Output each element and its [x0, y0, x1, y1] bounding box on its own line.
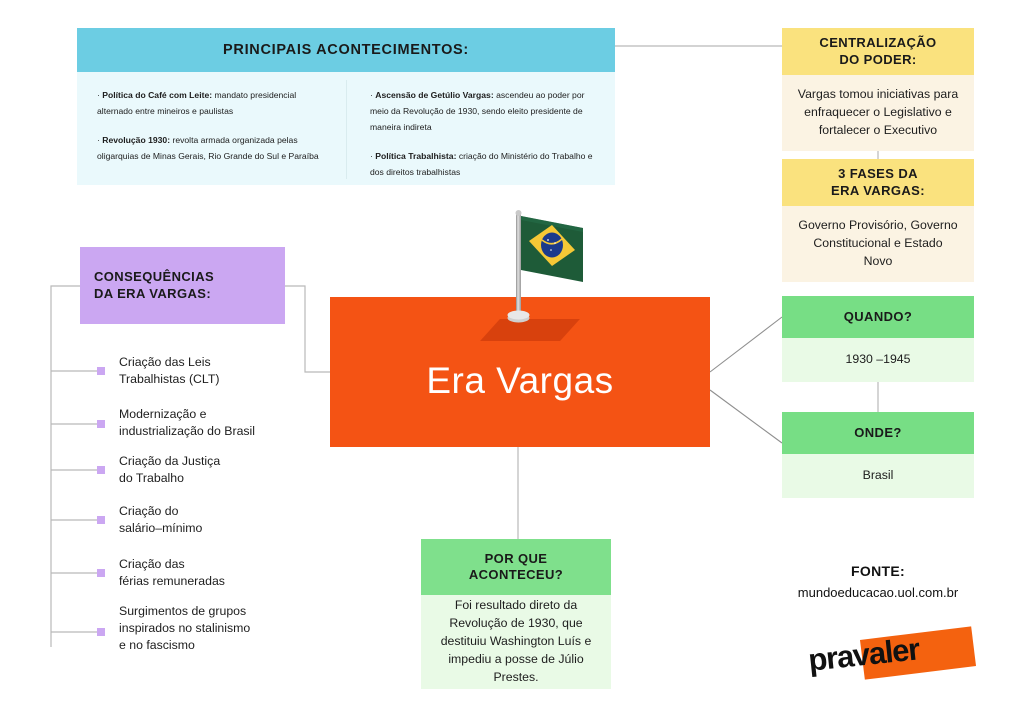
por-que-aconteceu-body: Foi resultado direto da Revolução de 193… — [421, 595, 611, 689]
centralizacao-poder-header: CENTRALIZAÇÃO DO PODER: — [782, 28, 974, 75]
acontecimentos-item: · Ascensão de Getúlio Vargas: ascendeu a… — [370, 90, 585, 132]
item-lead: Revolução 1930: — [102, 134, 171, 145]
centralizacao-poder-body: Vargas tomou iniciativas para enfraquece… — [782, 75, 974, 151]
acontecimentos-column-left: · Política do Café com Leite: mandato pr… — [77, 72, 346, 185]
quando-body: 1930 –1945 — [782, 338, 974, 382]
column-divider — [346, 80, 347, 179]
por-que-aconteceu-header: POR QUE ACONTECEU? — [421, 539, 611, 595]
item-lead: Política Trabalhista: — [375, 150, 457, 161]
list-item: Criação da Justiça do Trabalho — [119, 454, 221, 486]
fases-era-vargas-header: 3 FASES DA ERA VARGAS: — [782, 159, 974, 206]
acontecimentos-header: PRINCIPAIS ACONTECIMENTOS: — [77, 28, 615, 72]
acontecimentos-item: · Política do Café com Leite: mandato pr… — [97, 90, 297, 116]
central-title: Era Vargas — [426, 360, 614, 401]
fonte-label: FONTE: — [851, 563, 905, 579]
list-bullet-square — [97, 367, 105, 375]
list-bullet-square — [97, 420, 105, 428]
list-bullet-square — [97, 569, 105, 577]
list-item: Criação das férias remuneradas — [119, 557, 225, 589]
list-bullet-square — [97, 466, 105, 474]
principais-acontecimentos-panel: PRINCIPAIS ACONTECIMENTOS: · Política do… — [77, 28, 615, 185]
fases-era-vargas-body: Governo Provisório, Governo Constitucion… — [782, 206, 974, 282]
acontecimentos-column-right: · Ascensão de Getúlio Vargas: ascendeu a… — [346, 72, 615, 185]
fonte-url[interactable]: mundoeducacao.uol.com.br — [797, 585, 959, 600]
onde-body: Brasil — [782, 454, 974, 498]
item-lead: Política do Café com Leite: — [102, 90, 213, 100]
brazil-flag-icon — [490, 206, 610, 336]
pravaler-logo[interactable]: pravaler — [807, 626, 978, 684]
list-bullet-square — [97, 516, 105, 524]
list-item: Criação das Leis Trabalhistas (CLT) — [119, 355, 220, 387]
item-lead: Ascensão de Getúlio Vargas: — [375, 90, 494, 100]
item-rest: ascendeu ao poder por meio da Revolução … — [370, 90, 585, 132]
list-item: Surgimentos de grupos inspirados no stal… — [119, 604, 251, 653]
list-item: Criação do salário–mínimo — [119, 504, 203, 536]
quando-header: QUANDO? — [782, 296, 974, 338]
consequencias-header: CONSEQUÊNCIAS DA ERA VARGAS: — [80, 247, 285, 324]
item-rest: criação do Ministério do Trabalho e dos … — [370, 150, 593, 177]
onde-header: ONDE? — [782, 412, 974, 454]
item-rest: mandato presidencial alternado entre min… — [97, 90, 297, 116]
acontecimentos-body: · Política do Café com Leite: mandato pr… — [77, 72, 615, 185]
list-bullet-square — [97, 628, 105, 636]
acontecimentos-item: · Revolução 1930: revolta armada organiz… — [97, 134, 319, 161]
item-rest: revolta armada organizada pelas oligarqu… — [97, 134, 319, 161]
acontecimentos-item: · Política Trabalhista: criação do Minis… — [370, 150, 593, 177]
list-item: Modernização e industrialização do Brasi… — [119, 407, 256, 439]
